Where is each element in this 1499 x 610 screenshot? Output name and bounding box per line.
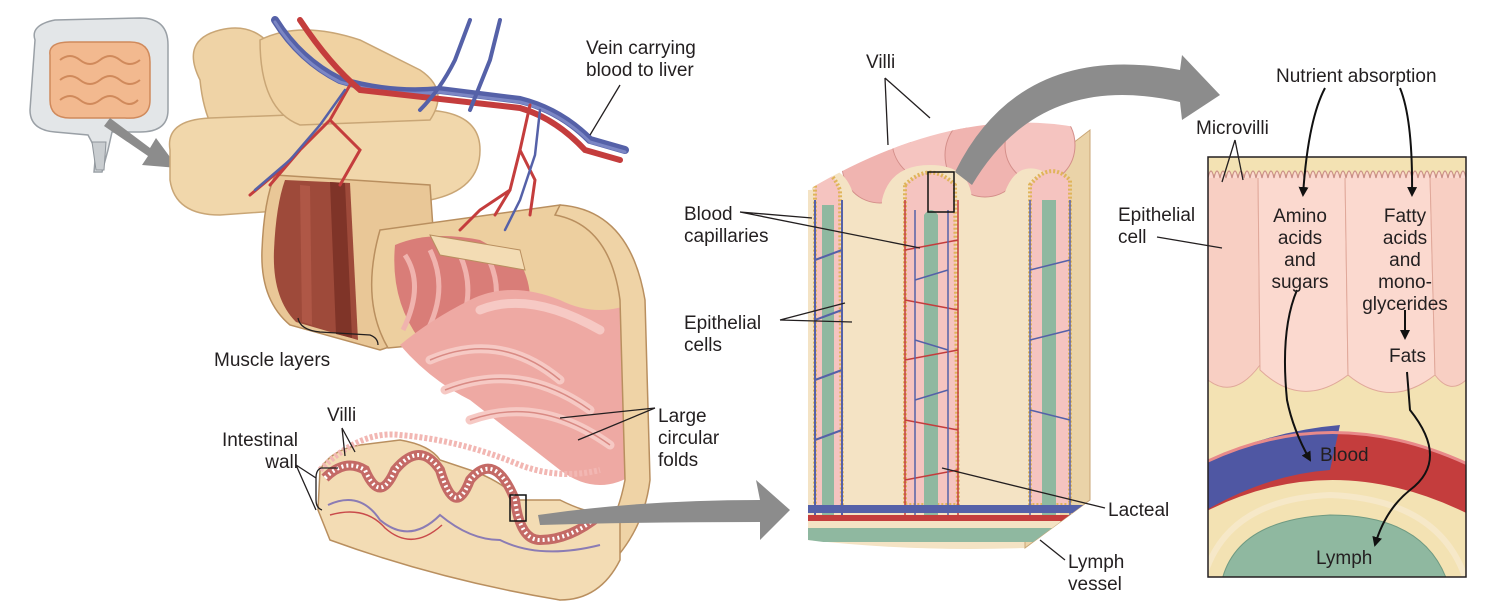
label-lymph: Lymph: [1316, 548, 1373, 569]
leader-lines: [295, 77, 1244, 561]
gray-arrow-2: [538, 480, 790, 540]
label-vein: Vein carrying blood to liver: [586, 38, 696, 81]
label-amino-acids-sugars: Amino acids and sugars: [1271, 206, 1329, 293]
gray-arrow-3: [955, 55, 1220, 185]
label-nutrient-absorption: Nutrient absorption: [1276, 66, 1437, 87]
small-intestine-section: [168, 27, 651, 601]
label-microvilli: Microvilli: [1196, 118, 1269, 139]
intestine-overview-icon: [29, 17, 169, 173]
label-villi-middle: Villi: [866, 52, 896, 73]
label-lymph-vessel: Lymph vessel: [1068, 552, 1125, 595]
gray-arrow-1: [104, 118, 178, 168]
villi-block: [808, 122, 1091, 549]
label-blood-capillaries: Blood capillaries: [684, 204, 769, 247]
epithelial-cell-panel: [1208, 157, 1466, 577]
absorption-arrows: [1283, 87, 1431, 547]
label-fats: Fats: [1389, 346, 1426, 367]
label-epithelial-cell: Epithelial cell: [1118, 205, 1196, 248]
label-large-circular-folds: Large circular folds: [658, 406, 720, 471]
mesenteric-vessels: [248, 16, 629, 232]
epithelial-cell-panel-frame: [1207, 156, 1467, 578]
label-villi-left: Villi: [327, 405, 357, 426]
label-epithelial-cells: Epithelial cells: [684, 313, 762, 356]
label-muscle-layers: Muscle layers: [214, 350, 331, 371]
label-intestinal-wall: Intestinal wall: [221, 430, 298, 473]
label-lacteal: Lacteal: [1108, 500, 1170, 521]
label-fatty-acids-monoglycerides: Fatty acids and mono- glycerides: [1362, 206, 1448, 315]
label-blood: Blood: [1320, 445, 1369, 466]
